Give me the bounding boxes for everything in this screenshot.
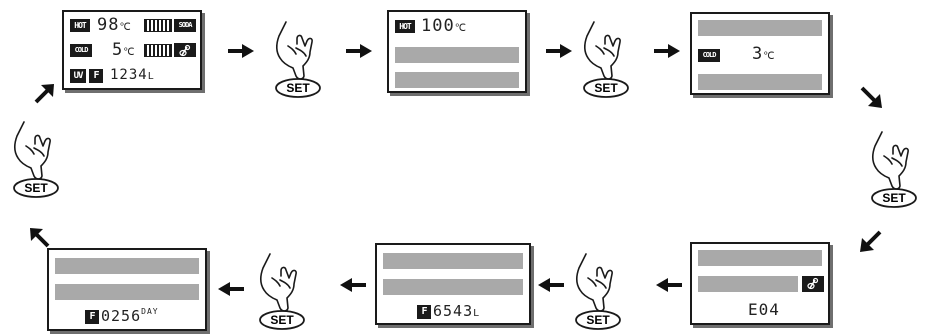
hot-temp-value: 100 (421, 16, 455, 36)
set-button-label: SET (586, 313, 610, 327)
filter-tag: F (89, 69, 103, 83)
lcd-hot-screen: HOT 100℃ (387, 10, 527, 93)
lcd-blank-bar (698, 276, 798, 292)
set-button-oval (583, 78, 629, 98)
filter-tag: F (85, 310, 99, 324)
hot-temp: 100℃ (421, 16, 467, 36)
lcd-filter-volume-screen: F 6543L (375, 243, 531, 325)
hand-press-icon: SET (13, 121, 59, 198)
hand-press-icon: SET (871, 131, 917, 208)
hand-press-icon: SET (583, 21, 629, 98)
hot-tag: HOT (395, 20, 415, 33)
cold-level-gauge (144, 44, 172, 57)
lcd-cold-screen: COLD 3℃ (690, 12, 830, 95)
set-button[interactable]: SET (566, 250, 630, 332)
lcd-filter-days-screen: F 0256DAY (47, 248, 207, 331)
set-button-oval (871, 188, 917, 208)
volume-value: 1234 (110, 67, 148, 83)
filter-days-readout: 0256DAY (101, 307, 159, 325)
arrow-left-icon (538, 278, 564, 292)
hand-press-icon: SET (259, 253, 305, 330)
set-button[interactable]: SET (266, 18, 330, 100)
lcd-blank-bar (698, 74, 822, 90)
set-button-label: SET (24, 181, 48, 195)
set-button[interactable]: SET (4, 118, 68, 200)
set-button-oval (575, 310, 621, 330)
lcd-error-screen: E04 (690, 242, 830, 325)
cold-temp-value: 5 (112, 40, 124, 60)
lcd-blank-bar (383, 279, 523, 295)
arrow-right-icon (346, 44, 372, 58)
soda-tag: SODA (174, 19, 196, 32)
lcd-blank-bar (383, 253, 523, 269)
filter-volume-readout: 6543L (433, 302, 480, 320)
arrow-left-icon (218, 282, 244, 296)
lcd-blank-bar (395, 47, 519, 63)
cold-temp-unit: ℃ (123, 47, 136, 58)
arrow-down-right-icon (860, 86, 882, 108)
co2-icon (802, 276, 824, 292)
cold-temp: 5℃ (112, 40, 135, 60)
cold-tag: COLD (70, 44, 92, 57)
set-button[interactable]: SET (574, 18, 638, 100)
filter-days-value: 0256 (101, 307, 142, 325)
set-button-oval (259, 310, 305, 330)
co2-icon (174, 43, 196, 57)
arrow-right-icon (654, 44, 680, 58)
hand-press-icon: SET (575, 253, 621, 330)
set-button-label: SET (882, 191, 906, 205)
filter-volume-unit: L (473, 308, 481, 319)
filter-volume-value: 6543 (433, 302, 474, 320)
hot-tag: HOT (70, 19, 90, 32)
arrow-left-icon (340, 278, 366, 292)
arrow-down-left-icon (860, 230, 882, 252)
set-button-oval (275, 78, 321, 98)
set-button[interactable]: SET (250, 250, 314, 332)
set-button-label: SET (286, 81, 310, 95)
lcd-blank-bar (698, 20, 822, 36)
lcd-main-screen: HOT 98℃ SODA COLD 5℃ UV F 1234L (62, 10, 202, 90)
set-button-label: SET (594, 81, 618, 95)
cold-temp: 3℃ (752, 44, 775, 64)
filter-days-unit: DAY (141, 307, 159, 316)
set-button-label: SET (270, 313, 294, 327)
lcd-blank-bar (55, 284, 199, 300)
arrow-up-right-icon (34, 84, 54, 104)
hot-temp: 98℃ (97, 15, 132, 35)
error-code: E04 (748, 300, 780, 319)
volume-unit: L (147, 71, 155, 82)
hot-temp-unit: ℃ (454, 23, 467, 34)
arrow-right-icon (546, 44, 572, 58)
arrow-up-left-icon (30, 228, 50, 248)
lcd-blank-bar (698, 250, 822, 266)
hot-level-gauge (144, 19, 172, 32)
lcd-blank-bar (55, 258, 199, 274)
set-button-oval (13, 178, 59, 198)
arrow-left-icon (656, 278, 682, 292)
cold-tag: COLD (698, 49, 720, 62)
set-button[interactable]: SET (862, 128, 926, 210)
hot-temp-value: 98 (97, 15, 120, 35)
hand-press-icon: SET (275, 21, 321, 98)
volume-readout: 1234L (110, 67, 155, 83)
cold-temp-value: 3 (752, 44, 764, 64)
lcd-blank-bar (395, 72, 519, 88)
cold-temp-unit: ℃ (763, 51, 776, 62)
filter-tag: F (417, 305, 431, 319)
hot-temp-unit: ℃ (119, 22, 132, 33)
uv-tag: UV (70, 69, 86, 83)
arrow-right-icon (228, 44, 254, 58)
